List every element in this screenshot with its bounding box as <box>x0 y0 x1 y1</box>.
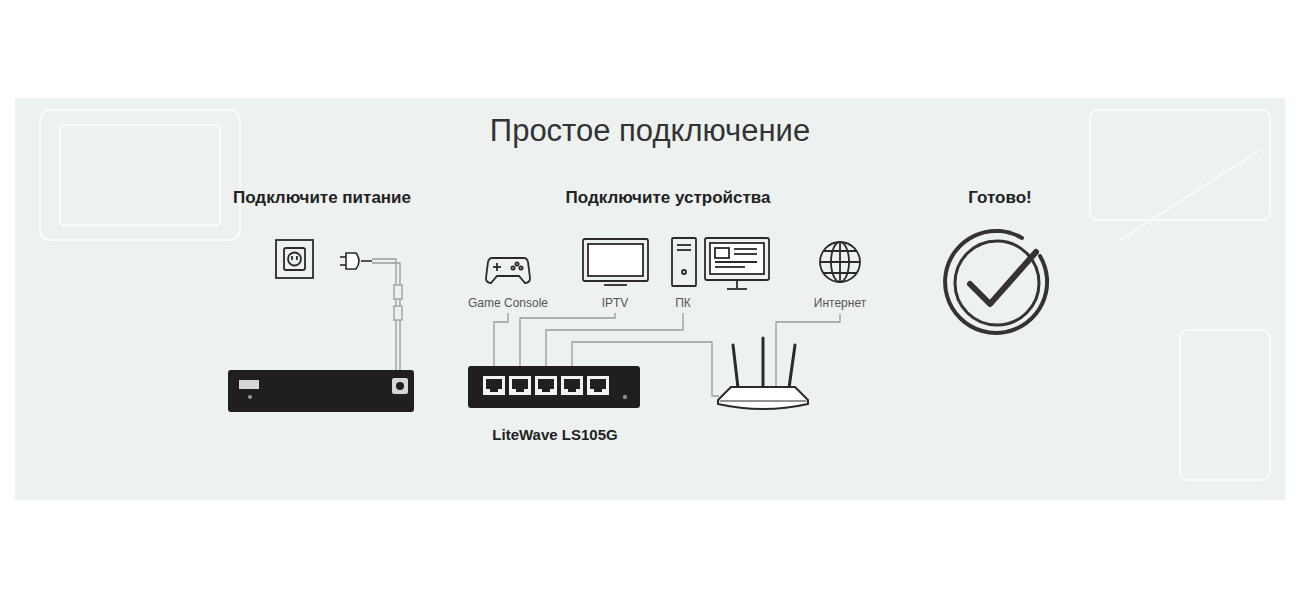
device-label: IPTV <box>602 296 629 310</box>
step-heading: Готово! <box>840 187 1160 209</box>
device-node: IPTV <box>580 236 650 310</box>
network-cable <box>520 313 615 366</box>
switch-front <box>468 366 640 408</box>
check-icon <box>945 231 1047 333</box>
tv-icon <box>583 239 648 285</box>
switch-node: LiteWave LS105G <box>466 364 644 444</box>
device-label: ПК <box>675 296 691 310</box>
device-label: Game Console <box>468 296 548 310</box>
network-wire <box>572 314 840 396</box>
background-texture <box>40 110 1270 480</box>
step-heading: Подключите питание <box>162 187 482 209</box>
device-node: Интернет <box>812 240 868 310</box>
device-node: ПК <box>664 236 774 310</box>
device-label: Интернет <box>814 296 866 310</box>
game-controller-icon <box>486 258 530 283</box>
power-cable <box>372 259 402 382</box>
network-cable <box>494 313 508 366</box>
globe-icon <box>820 242 860 282</box>
device-name: LiteWave LS105G <box>492 426 617 444</box>
power-outlet <box>276 240 313 278</box>
pc-icon <box>672 238 769 289</box>
network-cable <box>546 313 683 366</box>
step-heading: Подключите устройства <box>508 187 828 209</box>
device-node: Game Console <box>466 250 550 310</box>
power-plug <box>340 253 372 269</box>
page-title: Простое подключение <box>0 112 1300 150</box>
switch-back <box>228 370 414 412</box>
router <box>718 338 808 409</box>
background-panel <box>15 98 1285 500</box>
